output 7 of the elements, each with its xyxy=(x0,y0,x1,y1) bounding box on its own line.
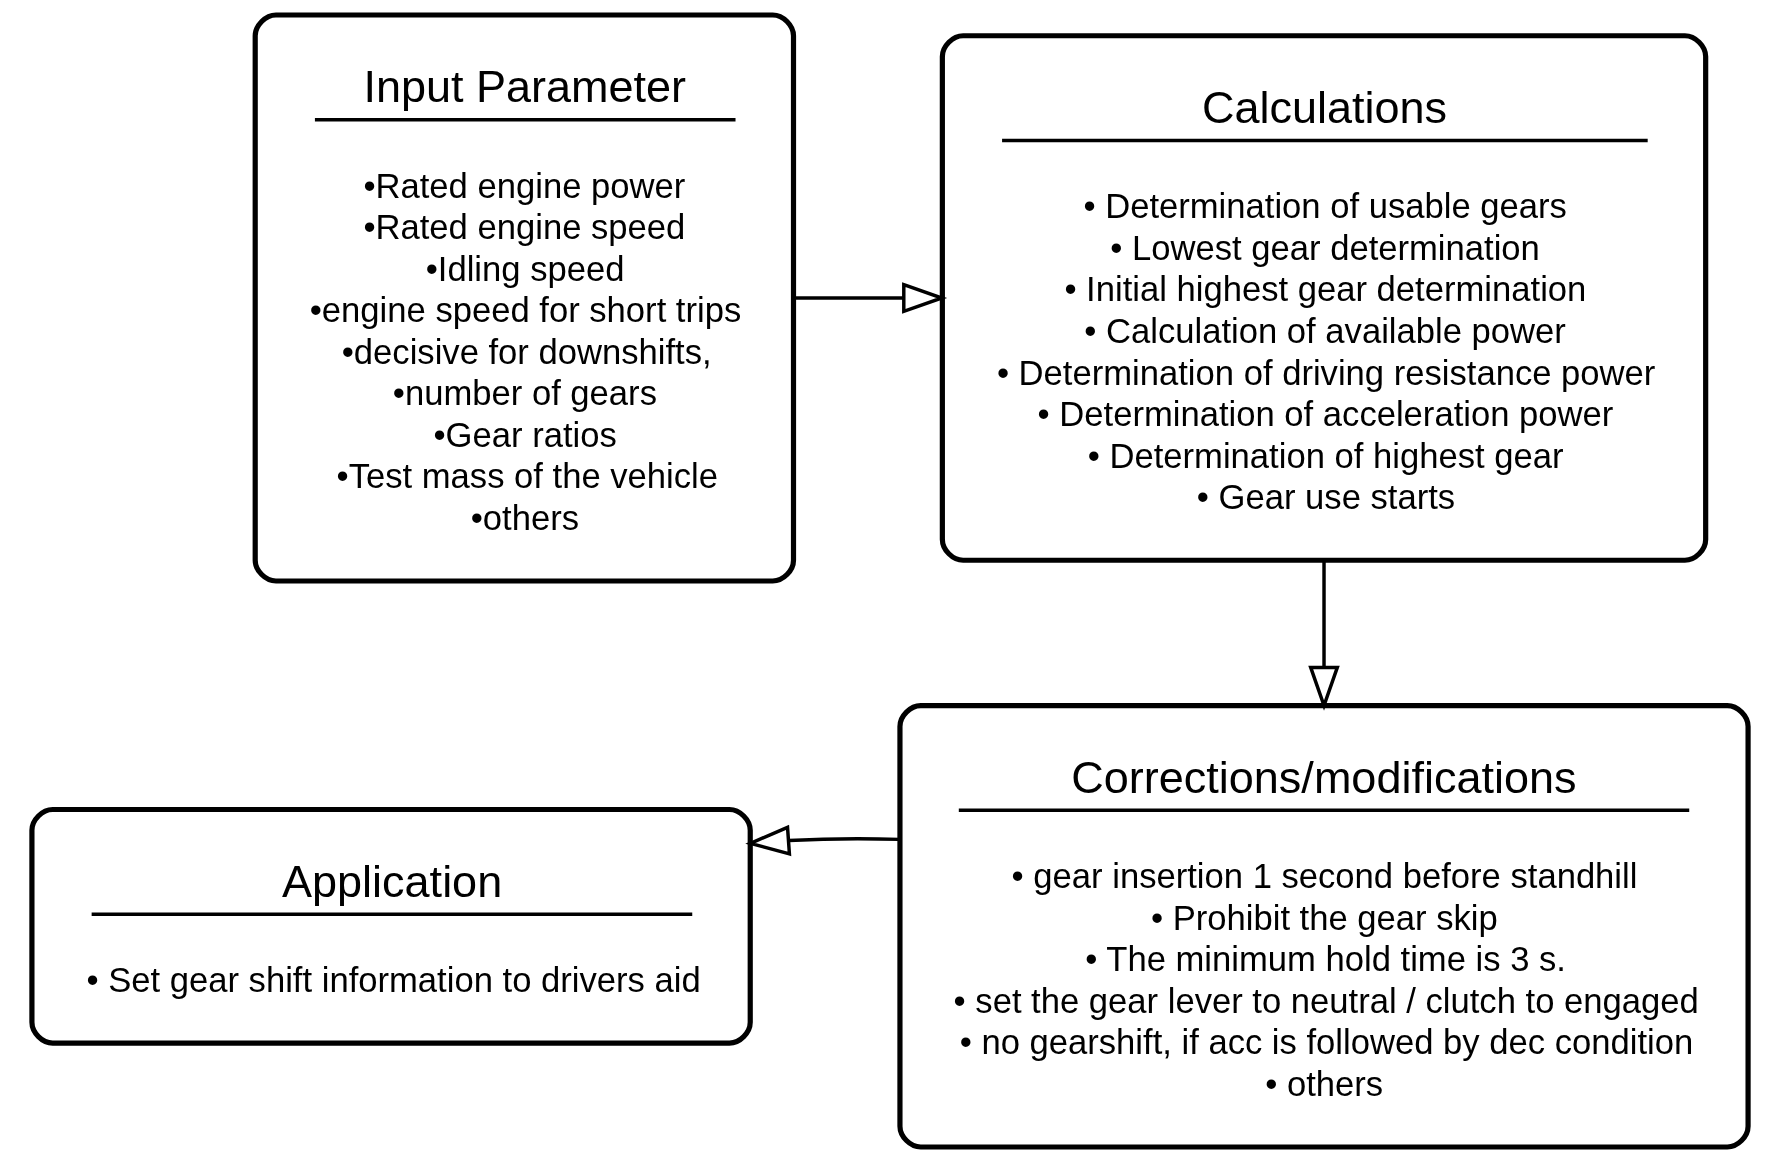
node-box: Input Parameter •Rated engine power •Rated engine speed •Idling speed •engine speed for short trips •decisive for downshifts, •number of gears •Gear ratios •Test mass of the vehicle •others xyxy=(252,12,796,584)
arrow xyxy=(744,824,900,857)
node-box: Calculations • Determination of usable gears • Lowest gear determination • Initial highest gear determination • Calculation of available power • Determination of driving resistance power • Determination of acceleration power • Determination of highest gear • Gear use starts xyxy=(939,33,1708,563)
arrow xyxy=(793,282,947,314)
arrow xyxy=(1307,560,1340,711)
node-box: Application • Set gear shift information to drivers aid xyxy=(28,806,753,1046)
node-box: Corrections/modifications • gear insertion 1 second before standhill • Prohibit the gear skip • The minimum hold time is 3 s. • set the gear lever to neutral / clutch to engaged • no gearshift, if acc is followed by dec condition • others xyxy=(896,703,1751,1150)
